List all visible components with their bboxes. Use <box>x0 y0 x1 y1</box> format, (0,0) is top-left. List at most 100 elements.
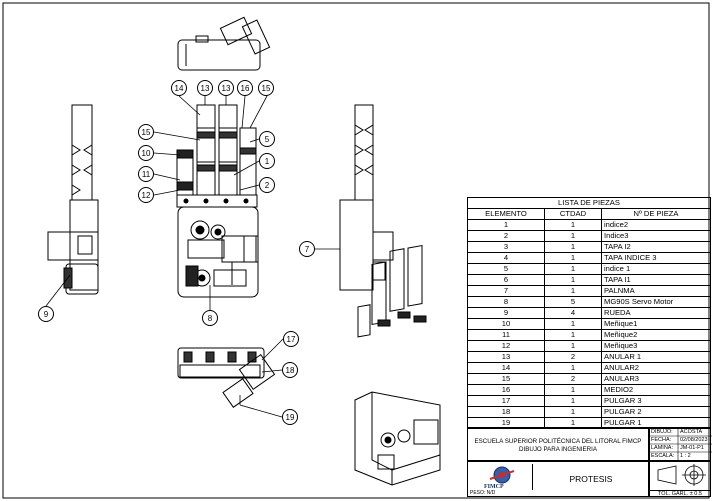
callout-11: 11 <box>138 166 154 182</box>
callout-18: 18 <box>282 362 298 378</box>
header-elemento: ELEMENTO <box>467 208 545 220</box>
parts-pieza-cell: Meñique2 <box>601 329 711 341</box>
parts-ctdad-cell: 1 <box>544 329 602 341</box>
parts-pieza-cell: PULGAR 3 <box>601 395 711 407</box>
callout-8: 8 <box>202 310 218 326</box>
parts-ctdad-cell: 2 <box>544 351 602 363</box>
title-block-school: ESCUELA SUPERIOR POLITÉCNICA DEL LITORAL… <box>467 427 649 461</box>
callout-15b: 15 <box>138 124 154 140</box>
parts-ctdad-cell: 1 <box>544 362 602 374</box>
parts-ctdad-cell: 1 <box>544 318 602 330</box>
parts-pieza-cell: ANULAR3 <box>601 373 711 385</box>
callout-16: 16 <box>237 80 253 96</box>
gear-logo-icon <box>489 466 515 484</box>
parts-elemento-cell: 5 <box>467 263 545 275</box>
fimcp-logo: FIMCP <box>470 464 533 490</box>
parts-pieza-cell: PULGAR 2 <box>601 406 711 418</box>
parts-elemento-cell: 11 <box>467 329 545 341</box>
parts-pieza-cell: Meñique3 <box>601 340 711 352</box>
parts-ctdad-cell: 1 <box>544 263 602 275</box>
peso-label: PESO: N/D <box>470 490 496 496</box>
right-view <box>339 104 394 291</box>
callout-5: 5 <box>259 131 275 147</box>
parts-pieza-cell: PULGAR 1 <box>601 417 711 429</box>
parts-elemento-cell: 14 <box>467 362 545 374</box>
parts-list-table: LISTA DE PIEZAS ELEMENTO CTDAD Nº DE PIE… <box>467 197 711 429</box>
parts-elemento-cell: 16 <box>467 384 545 396</box>
callout-12: 12 <box>138 187 154 203</box>
dibujo-label: DIBUJO: <box>651 429 673 435</box>
parts-ctdad-cell: 2 <box>544 373 602 385</box>
header-ctdad: CTDAD <box>544 208 602 220</box>
title-block-info: DIBUJO: ACOSTA FECHA: 02/08/2023 LAMINA:… <box>649 427 712 462</box>
title-block-main: FIMCP PESO: N/D PROTESIS <box>467 461 649 497</box>
top-view <box>177 16 271 71</box>
parts-ctdad-cell: 1 <box>544 274 602 286</box>
lamina-label: LAMINA: <box>651 445 674 451</box>
escala-label: ESCALA: <box>651 453 675 459</box>
parts-elemento-cell: 15 <box>467 373 545 385</box>
callout-13a: 13 <box>197 80 213 96</box>
parts-ctdad-cell: 1 <box>544 384 602 396</box>
parts-elemento-cell: 9 <box>467 307 545 319</box>
thumb-view <box>177 347 276 408</box>
parts-pieza-cell: TAPA I1 <box>601 274 711 286</box>
parts-pieza-cell: RUEDA <box>601 307 711 319</box>
parts-elemento-cell: 4 <box>467 252 545 264</box>
parts-pieza-cell: ANULAR 1 <box>601 351 711 363</box>
callout-1: 1 <box>259 153 275 169</box>
drawing-title: PROTESIS <box>569 474 613 484</box>
parts-ctdad-cell: 1 <box>544 241 602 253</box>
parts-elemento-cell: 3 <box>467 241 545 253</box>
callout-9: 9 <box>38 306 54 322</box>
parts-elemento-cell: 13 <box>467 351 545 363</box>
title-block-projection: TOL. GARL. ± 0.5 <box>649 461 711 497</box>
parts-elemento-cell: 6 <box>467 274 545 286</box>
callout-17: 17 <box>283 331 299 347</box>
parts-pieza-cell: Indice3 <box>601 230 711 242</box>
parts-pieza-cell: MG90S Servo Motor <box>601 296 711 308</box>
parts-pieza-cell: indice2 <box>601 219 711 231</box>
parts-ctdad-cell: 1 <box>544 340 602 352</box>
callout-13b: 13 <box>218 80 234 96</box>
parts-ctdad-cell: 1 <box>544 230 602 242</box>
parts-ctdad-cell: 4 <box>544 307 602 319</box>
parts-elemento-cell: 18 <box>467 406 545 418</box>
parts-pieza-cell: TAPA INDICE 3 <box>601 252 711 264</box>
parts-elemento-cell: 1 <box>467 219 545 231</box>
info-grid-lines <box>650 428 712 462</box>
parts-elemento-cell: 12 <box>467 340 545 352</box>
parts-ctdad-cell: 1 <box>544 285 602 297</box>
callout-15a: 15 <box>258 80 274 96</box>
fecha-label: FECHA: <box>651 437 672 443</box>
parts-pieza-cell: TAPA I2 <box>601 241 711 253</box>
parts-pieza-cell: MEDIO2 <box>601 384 711 396</box>
callout-19: 19 <box>282 409 298 425</box>
header-pieza: Nº DE PIEZA <box>601 208 711 220</box>
dibujo-value: ACOSTA <box>680 429 703 435</box>
parts-ctdad-cell: 1 <box>544 219 602 231</box>
callout-10: 10 <box>138 145 154 161</box>
parts-pieza-cell: ANULAR2 <box>601 362 711 374</box>
parts-elemento-cell: 17 <box>467 395 545 407</box>
iso-view <box>354 245 441 486</box>
parts-elemento-cell: 2 <box>467 230 545 242</box>
